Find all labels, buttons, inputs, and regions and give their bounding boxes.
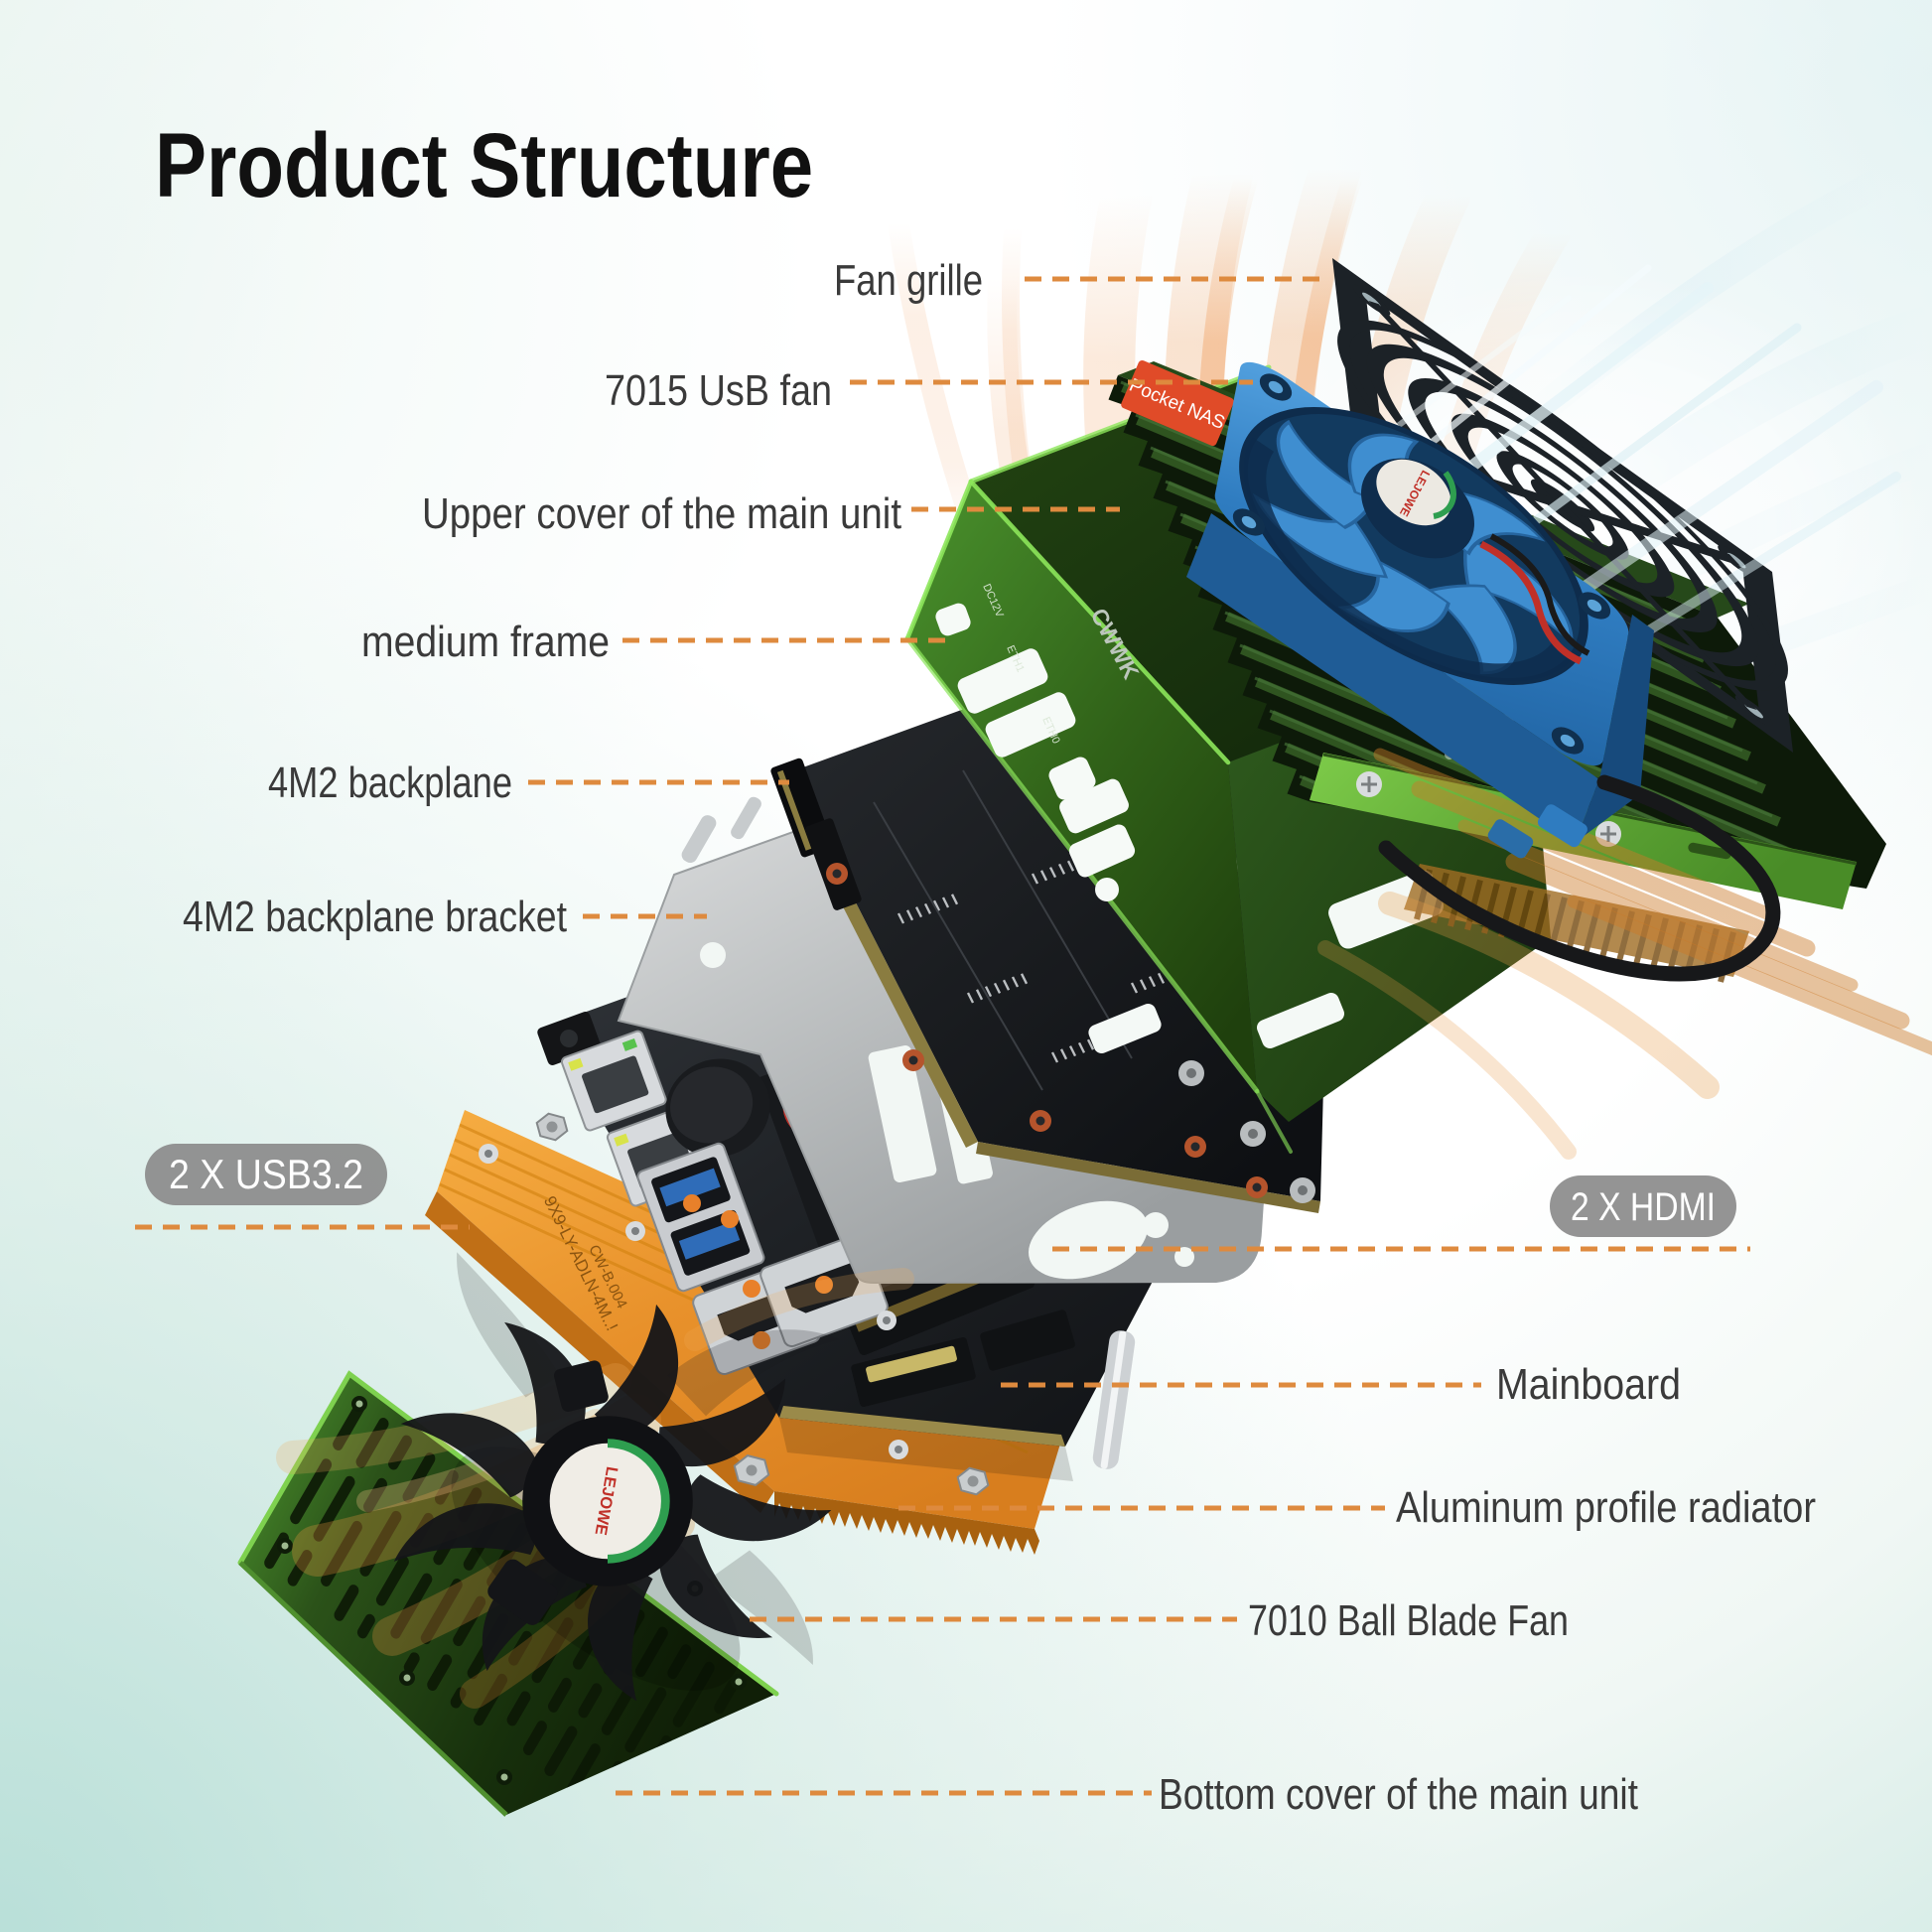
svg-text:Aluminum profile radiator: Aluminum profile radiator: [1396, 1483, 1816, 1532]
svg-text:Fan grille: Fan grille: [834, 256, 983, 305]
svg-text:7015 UsB fan: 7015 UsB fan: [605, 366, 832, 415]
svg-text:Mainboard: Mainboard: [1496, 1360, 1681, 1409]
svg-text:medium frame: medium frame: [361, 618, 610, 666]
svg-text:Upper cover of the main unit: Upper cover of the main unit: [422, 489, 901, 538]
svg-text:2 X USB3.2: 2 X USB3.2: [169, 1151, 363, 1197]
svg-text:Bottom cover of the main unit: Bottom cover of the main unit: [1159, 1770, 1638, 1819]
svg-text:7010 Ball Blade Fan: 7010 Ball Blade Fan: [1248, 1596, 1569, 1645]
svg-text:Product Structure: Product Structure: [155, 115, 813, 216]
svg-text:4M2 backplane: 4M2 backplane: [268, 759, 512, 807]
svg-text:4M2 backplane bracket: 4M2 backplane bracket: [183, 893, 567, 941]
svg-text:2 X HDMI: 2 X HDMI: [1571, 1185, 1716, 1229]
